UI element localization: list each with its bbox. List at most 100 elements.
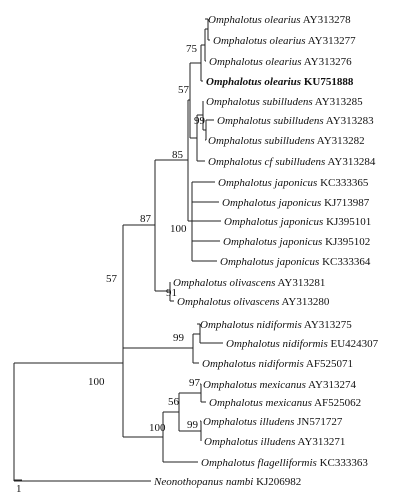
taxon-genus: Omphalotus	[203, 416, 257, 428]
taxon-label: Omphalotus nidiformis AF525071	[202, 358, 353, 370]
bootstrap-value: 56	[168, 396, 180, 408]
taxon-label: Omphalotus nidiformis AY313275	[200, 319, 352, 331]
taxon-accession: AY313280	[279, 296, 330, 308]
taxon-genus: Omphalotus	[220, 256, 274, 268]
taxon-label: Omphalotus nidiformis EU424307	[226, 338, 379, 350]
taxon-species: cf subilludens	[262, 156, 326, 168]
taxon-species: olivascens	[227, 277, 276, 289]
taxon-species: olearius	[263, 56, 302, 68]
taxon-accession: KJ395101	[323, 216, 371, 228]
taxon-accession: AF525071	[304, 358, 353, 370]
taxon-accession: KU751888	[301, 76, 354, 88]
taxon-label: Omphalotus japonicus KJ395101	[224, 216, 371, 228]
taxon-species: nidiformis	[254, 319, 302, 331]
taxon-accession: KJ713987	[321, 197, 369, 209]
taxon-species: nidiformis	[280, 338, 328, 350]
taxon-species: japonicus	[274, 256, 320, 268]
bootstrap-value: 85	[172, 149, 184, 161]
taxon-species: nidiformis	[256, 358, 304, 370]
taxon-species: subilludens	[262, 135, 315, 147]
taxon-species: olearius	[267, 35, 306, 47]
bootstrap-value: 99	[194, 115, 206, 127]
taxon-accession: KC333363	[317, 457, 369, 469]
taxon-genus: Omphalotus	[222, 197, 276, 209]
taxon-species: illudens	[258, 436, 296, 448]
taxon-genus: Omphalotus	[202, 358, 256, 370]
taxon-accession: AY313281	[275, 277, 325, 289]
taxon-species: subilludens	[260, 96, 313, 108]
bootstrap-value: 99	[173, 332, 185, 344]
taxon-label: Omphalotus japonicus KC333365	[218, 177, 369, 189]
taxon-genus: Omphalotus	[208, 135, 262, 147]
taxon-label: Omphalotus olearius AY313278	[208, 14, 351, 26]
bootstrap-value: 87	[140, 213, 152, 225]
taxon-accession: AY313271	[295, 436, 345, 448]
taxon-genus: Omphalotus	[224, 216, 278, 228]
taxon-genus: Omphalotus	[217, 115, 271, 127]
bootstrap-value: 75	[186, 43, 198, 55]
taxon-species: mexicanus	[263, 397, 312, 409]
taxon-accession: AY313285	[313, 96, 364, 108]
taxon-accession: AY313278	[301, 14, 352, 26]
taxon-label: Omphalotus subilludens AY313282	[208, 135, 365, 147]
taxon-label: Omphalotus olearius AY313276	[209, 56, 352, 68]
bootstrap-value: 100	[149, 422, 166, 434]
bootstrap-value: 57	[106, 273, 118, 285]
taxon-genus: Omphalotus	[208, 14, 262, 26]
taxon-accession: AF525062	[312, 397, 361, 409]
taxon-label: Neonothopanus nambi KJ206982	[153, 476, 301, 488]
scale-bar-label: 1	[16, 483, 22, 495]
taxon-label: Omphalotus olearius AY313277	[213, 35, 356, 47]
taxon-genus: Omphalotus	[209, 56, 263, 68]
taxon-label: Omphalotus olivascens AY313281	[173, 277, 325, 289]
bootstrap-value: 99	[187, 419, 199, 431]
taxon-species: olivascens	[231, 296, 280, 308]
taxon-genus: Omphalotus	[200, 319, 254, 331]
taxon-species: subilludens	[271, 115, 324, 127]
taxon-genus: Neonothopanus	[153, 476, 223, 488]
taxon-label: Omphalotus illudens AY313271	[204, 436, 345, 448]
taxon-genus: Omphalotus	[213, 35, 267, 47]
taxon-label: Omphalotus flagelliformis KC333363	[201, 457, 368, 469]
taxon-species: japonicus	[276, 197, 322, 209]
taxon-label: Omphalotus japonicus KJ713987	[222, 197, 370, 209]
taxon-accession: AY313282	[315, 135, 365, 147]
bootstrap-value: 97	[189, 377, 201, 389]
taxon-genus: Omphalotus	[201, 457, 255, 469]
taxon-label: Omphalotus japonicus KJ395102	[223, 236, 370, 248]
taxon-species: flagelliformis	[255, 457, 317, 469]
taxon-species: japonicus	[277, 236, 323, 248]
taxon-genus: Omphalotus	[223, 236, 277, 248]
bootstrap-labels: 75 57 99 85 100 87 91 57 99 100 97 56 99 100	[88, 43, 206, 434]
taxon-species: illudens	[257, 416, 295, 428]
taxon-genus: Omphalotus	[208, 156, 262, 168]
taxon-accession: KJ395102	[322, 236, 370, 248]
bootstrap-value: 91	[166, 287, 177, 299]
taxon-species: japonicus	[278, 216, 324, 228]
taxon-accession: KC333365	[317, 177, 369, 189]
taxon-label: Omphalotus japonicus KC333364	[220, 256, 371, 268]
taxon-accession: EU424307	[328, 338, 379, 350]
taxon-accession: JN571727	[294, 416, 342, 428]
taxon-accession: AY313274	[306, 379, 357, 391]
taxon-accession: AY313276	[302, 56, 353, 68]
taxon-genus: Omphalotus	[209, 397, 263, 409]
taxon-label: Omphalotus subilludens AY313283	[217, 115, 374, 127]
taxon-species: olearius	[262, 14, 301, 26]
taxon-label: Omphalotus cf subilludens AY313284	[208, 156, 376, 168]
taxon-label: Omphalotus olearius KU751888	[206, 76, 354, 88]
bootstrap-value: 100	[170, 223, 187, 235]
taxon-label: Omphalotus mexicanus AY313274	[203, 379, 356, 391]
taxon-genus: Omphalotus	[203, 379, 257, 391]
bootstrap-value: 57	[178, 84, 190, 96]
taxon-genus: Omphalotus	[204, 436, 258, 448]
taxon-genus: Omphalotus	[218, 177, 272, 189]
taxon-accession: AY313283	[324, 115, 375, 127]
taxon-genus: Omphalotus	[206, 76, 262, 88]
taxon-accession: KJ206982	[253, 476, 301, 488]
taxon-accession: AY313284	[325, 156, 376, 168]
taxon-genus: Omphalotus	[206, 96, 260, 108]
bootstrap-value: 100	[88, 376, 105, 388]
